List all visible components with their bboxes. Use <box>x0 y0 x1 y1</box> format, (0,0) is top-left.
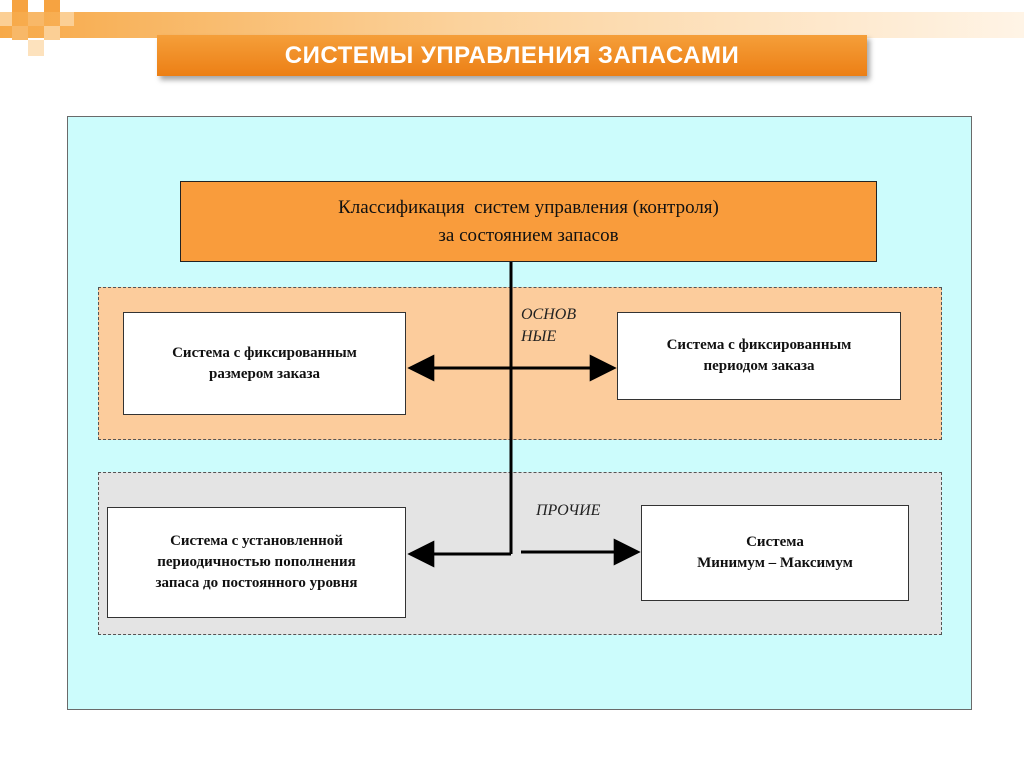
fixed-order-period-line-1: Система с фиксированным <box>666 337 852 353</box>
main-group-label: ОСНОВ НЫЕ <box>521 304 601 348</box>
fixed-replenishment-line-3: запаса до постоянного уровня <box>155 575 358 591</box>
corner-square-3 <box>28 12 44 26</box>
fixed-replenishment-line-2: периодичностью пополнения <box>157 554 356 570</box>
fixed-order-size-line-1: Система с фиксированным <box>172 344 357 361</box>
min-max-line-2: Минимум – Максимум <box>697 555 853 571</box>
slide-title: СИСТЕМЫ УПРАВЛЕНИЯ ЗАПАСАМИ <box>284 41 740 69</box>
main-group-label-line-2: НЫЕ <box>521 328 557 345</box>
slide-title-banner: СИСТЕМЫ УПРАВЛЕНИЯ ЗАПАСАМИ <box>157 35 867 76</box>
corner-square-5 <box>12 26 28 40</box>
corner-square-8 <box>0 12 12 26</box>
corner-square-6 <box>44 26 60 40</box>
min-max-line-1: Система <box>746 534 804 550</box>
main-group-label-line-1: ОСНОВ <box>521 306 577 323</box>
corner-square-2 <box>44 0 60 12</box>
corner-square-1 <box>12 0 28 12</box>
fixed-order-size-box: Система с фиксированным размером заказа <box>123 312 406 415</box>
fixed-replenishment-box: Система с установленной периодичностью п… <box>107 507 406 618</box>
fixed-order-period-box: Система с фиксированным периодом заказа <box>617 312 901 400</box>
fixed-order-size-line-2: размером заказа <box>208 365 321 382</box>
header-stripe <box>0 12 1024 38</box>
corner-square-4 <box>60 12 74 26</box>
corner-square-7 <box>28 40 44 56</box>
fixed-order-period-line-2: периодом заказа <box>703 358 815 374</box>
root-line-1: Классификация систем управления (контрол… <box>338 196 719 218</box>
fixed-replenishment-line-1: Система с установленной <box>170 533 343 549</box>
min-max-system-box: Система Минимум – Максимум <box>641 505 909 601</box>
root-line-2: за состоянием запасов <box>438 224 619 246</box>
other-group-label: ПРОЧИЕ <box>536 502 601 519</box>
classification-root-box: Классификация систем управления (контрол… <box>180 181 877 262</box>
